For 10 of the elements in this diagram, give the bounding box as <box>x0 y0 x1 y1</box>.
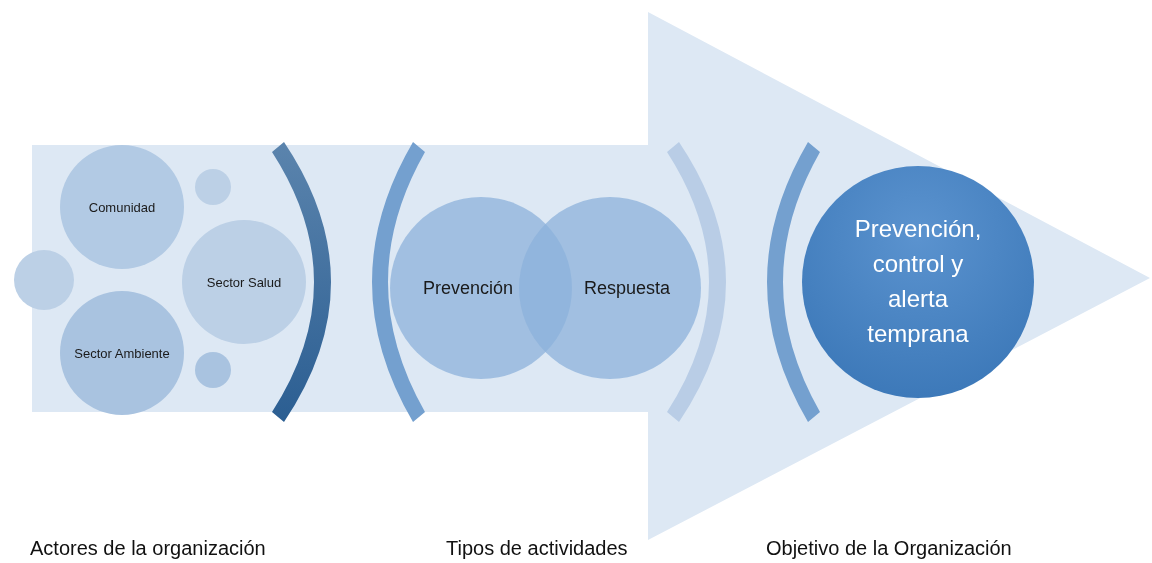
section-caption: Objetivo de la Organización <box>766 537 1012 560</box>
circle-shape <box>14 250 74 310</box>
circle-label: Sector Salud <box>206 274 282 290</box>
section-caption: Tipos de actividades <box>446 537 628 560</box>
circle-label: Sector Ambiente <box>74 345 170 361</box>
circle-label: Prevención <box>422 277 514 299</box>
section-caption: Actores de la organización <box>30 537 266 560</box>
circle-label: Prevención, control y alerta temprana <box>853 214 983 349</box>
circle-label: Respuesta <box>583 277 671 299</box>
circle-label: Comunidad <box>88 199 156 215</box>
